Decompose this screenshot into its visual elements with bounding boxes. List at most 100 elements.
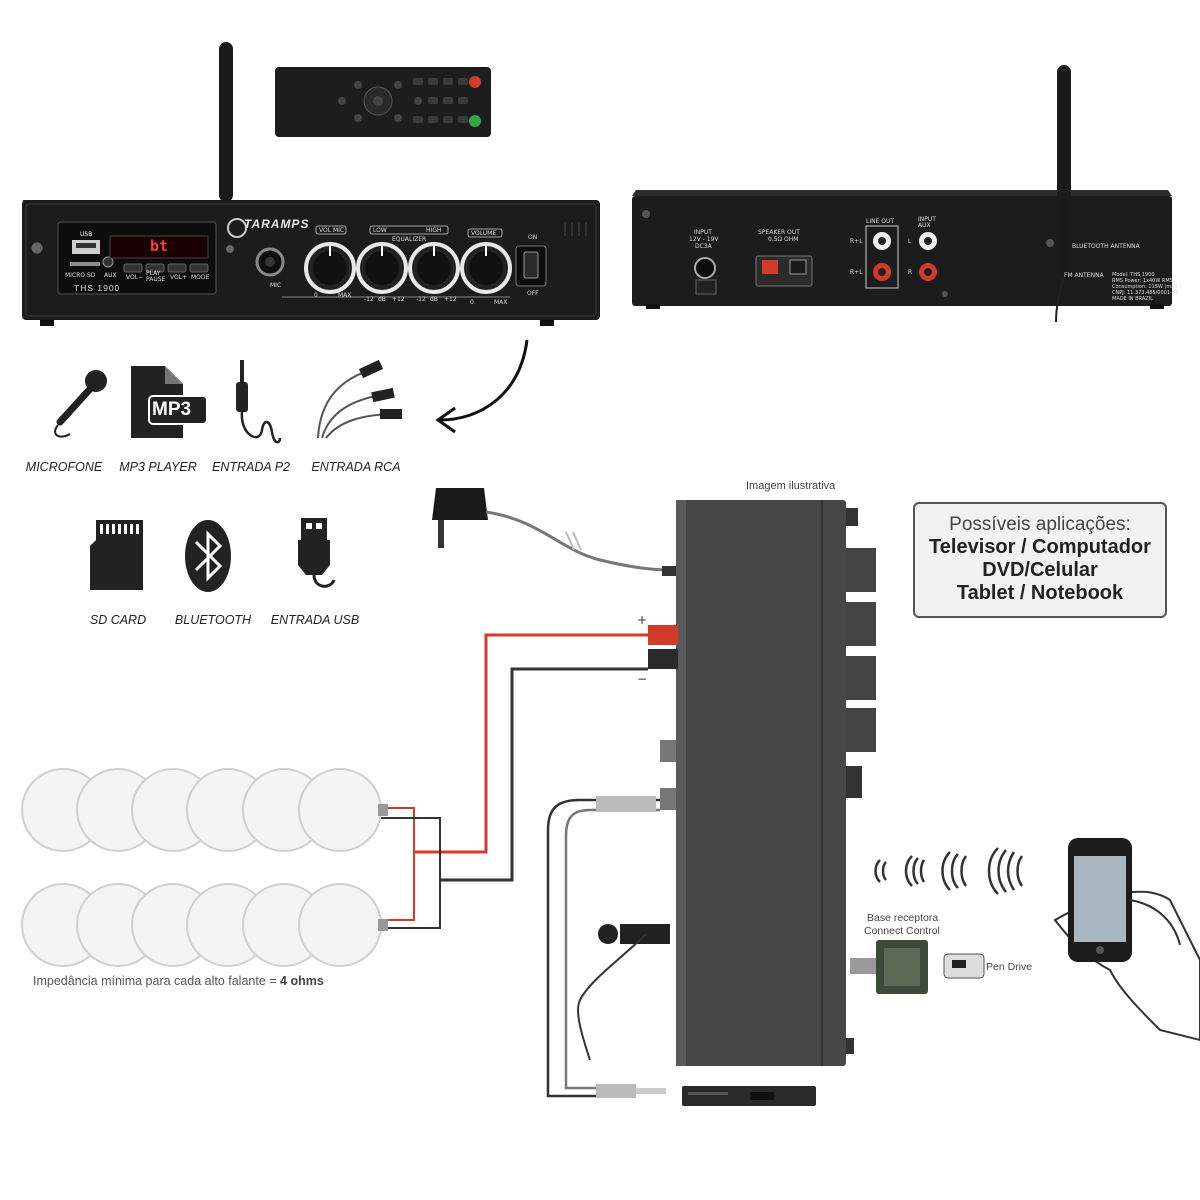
rear-r-label: R <box>908 269 913 276</box>
knob-volume[interactable] <box>460 242 512 294</box>
speaker-terminal <box>378 919 388 931</box>
knob-vol-mic[interactable] <box>304 242 356 294</box>
model-info-line: CNPJ: 11.373.485/0001-83 <box>1112 290 1179 296</box>
application-item: Televisor / Computador <box>929 536 1151 558</box>
input-aux-label: INPUT AUX <box>918 216 936 229</box>
impedance-note: Impedância mínima para cada alto falante… <box>33 974 324 988</box>
aux-jack[interactable] <box>102 256 114 268</box>
rear-l-label: L <box>908 238 912 245</box>
remote-green-button[interactable] <box>469 115 481 127</box>
mic-label: MIC <box>270 282 282 289</box>
rear-rl-bottom: R+L <box>850 269 863 276</box>
power-adapter <box>432 488 671 572</box>
power-off-label: OFF <box>527 290 539 297</box>
receiver-label-1: Base receptora <box>867 912 939 924</box>
bluetooth-icon <box>185 520 231 592</box>
black-speaker-wire <box>440 667 648 882</box>
feature-label-bluetooth: BLUETOOTH <box>174 613 252 627</box>
usb-label: USB <box>80 231 93 238</box>
mode-button[interactable] <box>189 263 209 273</box>
brand-logo-text: TARAMPS <box>244 217 310 231</box>
volume-label: VOLUME <box>471 230 497 237</box>
microphone-icon <box>54 370 107 438</box>
volume-min: 0 <box>470 299 474 306</box>
eq-high-label: HIGH <box>426 227 442 234</box>
eq-low-min: -12 <box>364 296 374 303</box>
micro-sd-label: MICRO SD <box>65 272 96 279</box>
display-text: bt <box>150 237 169 255</box>
impedance-text: Impedância mínima para cada alto falante… <box>33 974 281 988</box>
volume-max: MAX <box>494 299 508 306</box>
eq-high-db: dB <box>430 296 438 303</box>
led-display <box>109 235 209 259</box>
speaker-out-label: SPEAKER OUT <box>758 229 800 236</box>
feature-label-p2: ENTRADA P2 <box>211 460 291 474</box>
rear-antenna <box>1057 65 1071 277</box>
front-amplifier <box>22 42 600 326</box>
dc-input-jack[interactable] <box>694 257 716 279</box>
rear-amplifier <box>632 65 1172 323</box>
red-speaker-wire <box>414 633 648 854</box>
receiver-module <box>850 940 928 994</box>
feature-label-microfone: MICROFONE <box>25 460 103 474</box>
amplifier-side-view <box>648 500 876 1066</box>
aux-label: AUX <box>104 272 117 279</box>
feature-label-sd: SD CARD <box>89 613 147 627</box>
bluetooth-waves <box>874 847 1024 895</box>
terminal-minus: − <box>637 672 648 686</box>
fm-antenna-label: FM ANTENNA <box>1064 272 1104 279</box>
mp3-icon-text: MP3 <box>152 399 192 420</box>
model-label: THS 1900 <box>74 283 121 293</box>
p2-jack-icon <box>236 360 282 444</box>
pen-drive-label: Pen Drive <box>986 961 1033 973</box>
receiver-label-2: Connect Control <box>864 925 940 937</box>
applications-box: Possíveis aplicações: Televisor / Comput… <box>913 502 1167 618</box>
dvd-player <box>682 1086 816 1106</box>
speaker-spec-label: 0.5Ω OHM <box>768 236 799 243</box>
model-info-line: RMS Power: 1x40W RMS <box>1112 278 1173 284</box>
bluetooth-antenna-label: BLUETOOTH ANTENNA <box>1072 243 1140 250</box>
application-item: Tablet / Notebook <box>956 582 1124 604</box>
line-out-label: LINE OUT <box>866 218 895 225</box>
rear-input-label: INPUT <box>694 229 712 236</box>
rear-input-spec2: DC3A <box>695 243 712 250</box>
rear-input-spec1: 12V - 19V <box>689 236 719 243</box>
taramps-logo <box>227 218 247 238</box>
rear-rl-top: R+L <box>850 238 863 245</box>
impedance-value: 4 ohms <box>280 974 324 988</box>
equalizer-label: EQUALIZER <box>392 236 427 243</box>
vol-minus-label: VOL− <box>126 274 144 281</box>
illustrative-note: Imagem ilustrativa <box>746 480 836 492</box>
remote-power-button[interactable] <box>469 76 481 88</box>
vol-mic-label: VOL MIC <box>319 227 345 234</box>
speaker-terminal <box>378 804 388 816</box>
front-antenna <box>219 42 233 202</box>
rca-cable-icon <box>317 359 402 439</box>
vol-mic-min: 0 <box>314 292 318 299</box>
ceiling-speaker <box>298 883 382 967</box>
knob-eq-low[interactable] <box>356 242 408 294</box>
sd-card-icon <box>90 520 143 590</box>
feature-label-usb: ENTRADA USB <box>270 613 360 627</box>
usb-icon <box>298 518 336 588</box>
pen-drive <box>943 953 985 979</box>
play-pause-button[interactable] <box>145 263 165 273</box>
vol-plus-label: VOL+ <box>170 274 188 281</box>
remote-control <box>275 67 491 137</box>
knob-eq-high[interactable] <box>408 242 460 294</box>
vol-minus-button[interactable] <box>123 263 143 273</box>
curved-arrow <box>439 339 529 422</box>
model-info-line: MADE IN BRAZIL <box>1112 296 1153 302</box>
vol-plus-button[interactable] <box>167 263 187 273</box>
eq-low-max: +12 <box>392 296 405 303</box>
applications-title: Possíveis aplicações: <box>949 514 1131 535</box>
vol-mic-max: MAX <box>338 292 352 299</box>
play-pause-label: PLAY PAUSE <box>146 270 166 283</box>
model-info-line: Model: THS 1900 <box>1112 272 1155 278</box>
micro-sd-slot[interactable] <box>70 262 100 266</box>
smartphone <box>1053 838 1200 1042</box>
eq-high-min: -12 <box>416 296 426 303</box>
speaker-array <box>21 768 388 967</box>
terminal-plus: + <box>637 613 648 627</box>
